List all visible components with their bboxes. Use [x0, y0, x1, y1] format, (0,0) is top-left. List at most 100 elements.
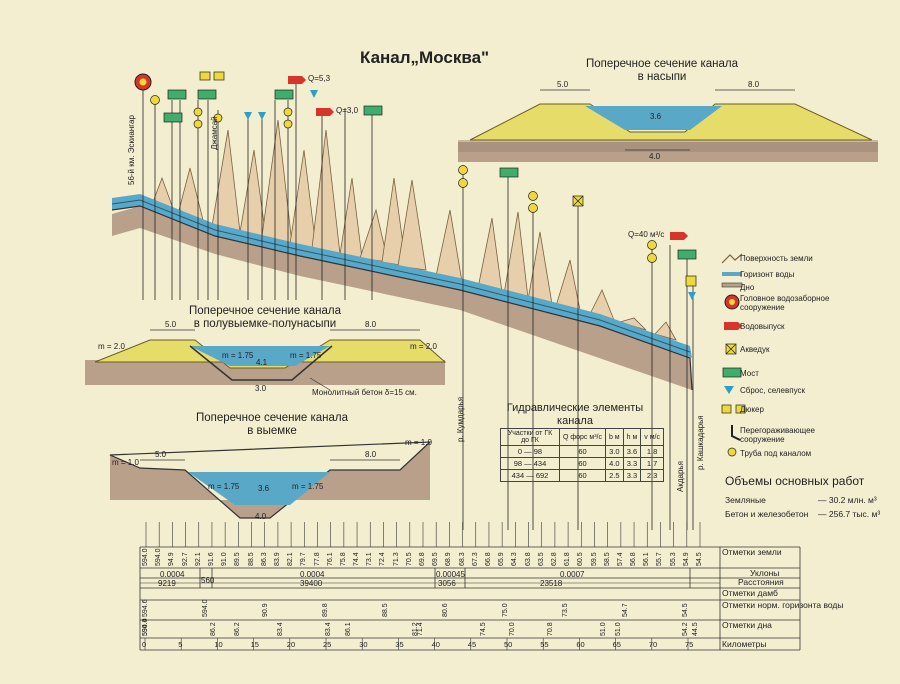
ground-surface-icon	[721, 253, 743, 264]
works-earth-label: Земляные	[725, 495, 766, 505]
dam-mark: 75.0	[502, 603, 509, 617]
ground-strip	[458, 140, 878, 152]
ground-mark: 55.7	[656, 552, 664, 566]
dim-label: m = 1.0	[405, 438, 432, 447]
km-label: 20	[286, 640, 296, 649]
dim-label: 3.6	[650, 112, 662, 121]
title-line: канала	[557, 415, 593, 427]
dim-label: 4.0	[649, 152, 661, 161]
title-line: Поперечное сечение канала	[195, 412, 349, 424]
water-mark: 51.0	[614, 622, 622, 636]
dam-mark: 88.5	[382, 603, 389, 617]
legend-label: Акведук	[740, 345, 770, 354]
title-line: Гидравлические элементы	[506, 402, 644, 414]
pipe-icon	[193, 107, 203, 117]
table-cell: 2.5	[604, 469, 624, 482]
pipe-icon	[727, 447, 737, 457]
title-line: Поперечное сечение канала	[585, 58, 739, 70]
ground-ticks	[145, 522, 701, 547]
dam-mark: 54.7	[622, 603, 629, 617]
table-cell: 4.0	[604, 457, 624, 470]
outlet-icon	[670, 232, 688, 240]
bridge-icon	[722, 367, 742, 378]
legend-label: Дно	[740, 283, 755, 292]
km-label: 25	[323, 640, 332, 649]
bridge-icon	[499, 167, 519, 178]
pipe-icon	[647, 240, 657, 250]
flow-label: Q=5,3	[308, 74, 331, 83]
dam-mark: 89.8	[322, 603, 329, 617]
bottom-line	[111, 205, 693, 391]
ground-mark: 63.8	[524, 552, 532, 566]
distance-value: 3056	[438, 579, 456, 588]
title-line: в полувыемке-полунасыпи	[193, 318, 337, 330]
km-label: 35	[395, 640, 404, 649]
spillway-icon	[688, 292, 696, 300]
spillway-icon	[724, 386, 734, 394]
half-fill	[94, 339, 447, 369]
ground-mark: 64.3	[511, 552, 519, 566]
legend-label: Сброс, селевпуск	[740, 386, 805, 395]
pipe-icon	[193, 119, 203, 129]
km-label: 65	[612, 640, 621, 649]
ground-band	[112, 206, 692, 390]
half-water	[190, 346, 330, 366]
dim-label: 8.0	[365, 320, 377, 329]
row-label-water: Отметки норм. горизонта воды	[722, 600, 844, 610]
pipe-icon	[150, 95, 160, 105]
km-label: 50	[504, 640, 513, 649]
water-band	[112, 194, 692, 358]
dim-label: m = 1.75	[208, 482, 240, 491]
ground-mark: 60.5	[577, 552, 585, 566]
works-title: Объемы основных работ	[725, 474, 865, 488]
ground-mark: 594.0	[155, 548, 163, 566]
ground-mark: 58.5	[603, 552, 611, 566]
legend-label: Головное водозаборное сооружение	[740, 294, 830, 312]
ground-mark: 65.9	[498, 552, 506, 566]
table-cell: 60	[559, 469, 606, 482]
pipe-icon	[213, 113, 223, 123]
profile-table-grid	[139, 546, 801, 651]
ground-mark: 61.8	[564, 552, 572, 566]
ground-mark: 63.5	[537, 552, 545, 566]
section-cut-title: Поперечное сечение канала в выемке	[182, 412, 362, 438]
table-cell: 60	[559, 445, 606, 458]
ground-mark: 55.3	[669, 552, 677, 566]
cut-ground	[110, 442, 430, 518]
table-cell: 3.3	[622, 469, 642, 482]
pipe-icon	[283, 107, 293, 117]
bridge-icon	[363, 105, 383, 116]
dim-label: 4.0	[255, 512, 267, 521]
structure-markers	[134, 71, 697, 300]
ground-mark: 91.6	[208, 552, 215, 566]
table-row: 0 — 98 60 3.0 3.6 1.8	[500, 445, 664, 458]
ground-mark: 67.3	[471, 552, 479, 566]
slope-value: 0.0004	[160, 570, 185, 579]
km-label: 15	[250, 640, 259, 649]
table-cell: 2.3	[640, 469, 664, 482]
dim-label: 8.0	[748, 80, 760, 89]
ground-mark: 92.7	[181, 552, 189, 566]
column-header: Участки от ГК до ГК	[500, 428, 560, 446]
row-label-ground: Отметки земли	[722, 547, 782, 557]
section-half-title: Поперечное сечение канала в полувыемке-п…	[170, 305, 360, 331]
hydraulics-table: Участки от ГК до ГК Q форс м³/с b м h м …	[500, 428, 664, 482]
water-mark: 83.4	[277, 622, 284, 636]
title-line: в выемке	[247, 425, 297, 437]
cut-section	[109, 441, 432, 519]
dam-mark: 594.6	[142, 599, 149, 617]
works-concrete-value: — 256.7 тыс. м³	[818, 509, 881, 519]
culvert-icon	[735, 404, 746, 414]
outlet-icon	[724, 322, 742, 330]
akdarya-label: Акдарья	[676, 461, 685, 492]
dim-label: m = 2.0	[410, 342, 437, 351]
bottom-mark: 71.4	[417, 622, 424, 636]
dim-label: 8.0	[365, 450, 377, 459]
half-lining	[189, 345, 333, 381]
half-section	[85, 329, 447, 391]
slope-value: 0.00045	[436, 570, 465, 579]
pipe-icon	[458, 178, 468, 188]
kumdarya-label: р. Кумдарья	[456, 396, 465, 442]
km-ticks	[144, 638, 689, 650]
km-label: 75	[685, 640, 694, 649]
